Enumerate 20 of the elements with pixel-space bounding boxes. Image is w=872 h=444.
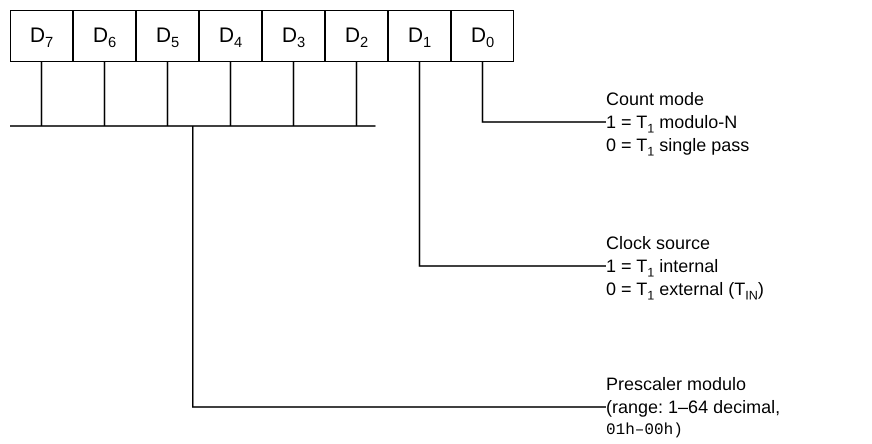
field-value-text: (range: 1–64 decimal, xyxy=(606,396,780,419)
field-value-text: 0 = T$_{1}$ single pass xyxy=(606,134,750,157)
register-bit-cell: D$_{0}$ xyxy=(451,10,514,62)
register-bit-cell: D$_{3}$ xyxy=(262,10,325,62)
leader-line xyxy=(418,62,606,267)
register-bit-cell: D$_{6}$ xyxy=(73,10,136,62)
register-bit-cell: D$_{2}$ xyxy=(325,10,388,62)
leader-line xyxy=(482,62,606,123)
field-name: Clock source xyxy=(606,232,712,255)
register-bit-cell: D$_{5}$ xyxy=(136,10,199,62)
register-bit-cell: D$_{7}$ xyxy=(10,10,73,62)
field-value-text: 1 = T$_{1}$ internal xyxy=(606,255,720,278)
leader-line xyxy=(9,61,607,408)
field-value-text: 1 = T$_{1}$ modulo-N xyxy=(606,111,738,134)
register-bit-cell: D$_{1}$ xyxy=(388,10,451,62)
field-name: Count mode xyxy=(606,88,706,111)
field-value-text: 01h–00h) xyxy=(606,420,684,441)
register-bit-cell: D$_{4}$ xyxy=(199,10,262,62)
field-value-text: 0 = T$_{1}$ external (T$_{IN}$) xyxy=(606,278,764,301)
field-name: Prescaler modulo xyxy=(606,373,748,396)
